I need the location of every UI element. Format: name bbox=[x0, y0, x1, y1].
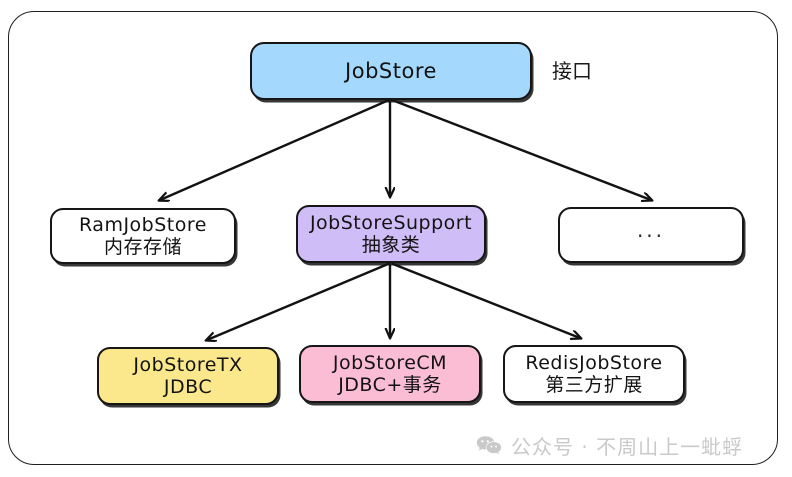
interface-annotation: 接口 bbox=[552, 59, 592, 83]
node-redisjobstore-sublabel: 第三方扩展 bbox=[545, 374, 643, 396]
diagram-frame bbox=[8, 11, 778, 465]
node-jobstorecm-sublabel: JDBC+事务 bbox=[338, 374, 442, 396]
node-jobstoresupport-label: JobStoreSupport bbox=[309, 211, 473, 234]
edge-support-redisjobstore bbox=[391, 262, 580, 338]
node-jobstorecm-label: JobStoreCM bbox=[332, 351, 448, 374]
node-jobstoretx[interactable]: JobStoreTX JDBC bbox=[97, 347, 279, 405]
node-jobstoresupport-sublabel: 抽象类 bbox=[361, 234, 421, 256]
watermark-text: 公众号 · 不周山上一蚍蜉 bbox=[511, 435, 744, 459]
edge-jobstore-ellipsis bbox=[390, 98, 651, 200]
edge-jobstore-ramjobstore bbox=[160, 98, 391, 200]
node-jobstoresupport[interactable]: JobStoreSupport 抽象类 bbox=[296, 205, 486, 263]
node-ellipsis[interactable]: ... bbox=[558, 207, 744, 263]
node-jobstore[interactable]: JobStore bbox=[250, 42, 532, 100]
node-ramjobstore[interactable]: RamJobStore 内存存储 bbox=[50, 208, 236, 264]
node-jobstoretx-sublabel: JDBC bbox=[163, 376, 213, 398]
node-ramjobstore-sublabel: 内存存储 bbox=[103, 236, 182, 258]
edge-support-jobstoretx bbox=[207, 262, 390, 340]
wechat-icon bbox=[476, 435, 502, 457]
node-ramjobstore-label: RamJobStore bbox=[79, 213, 207, 236]
node-jobstoretx-label: JobStoreTX bbox=[133, 353, 243, 376]
node-ellipsis-label: ... bbox=[636, 218, 666, 243]
node-jobstore-label: JobStore bbox=[345, 58, 437, 83]
watermark: 公众号 · 不周山上一蚍蜉 bbox=[476, 431, 743, 460]
node-redisjobstore-label: RedisJobStore bbox=[525, 351, 663, 374]
node-redisjobstore[interactable]: RedisJobStore 第三方扩展 bbox=[503, 345, 685, 403]
node-jobstorecm[interactable]: JobStoreCM JDBC+事务 bbox=[299, 345, 481, 403]
